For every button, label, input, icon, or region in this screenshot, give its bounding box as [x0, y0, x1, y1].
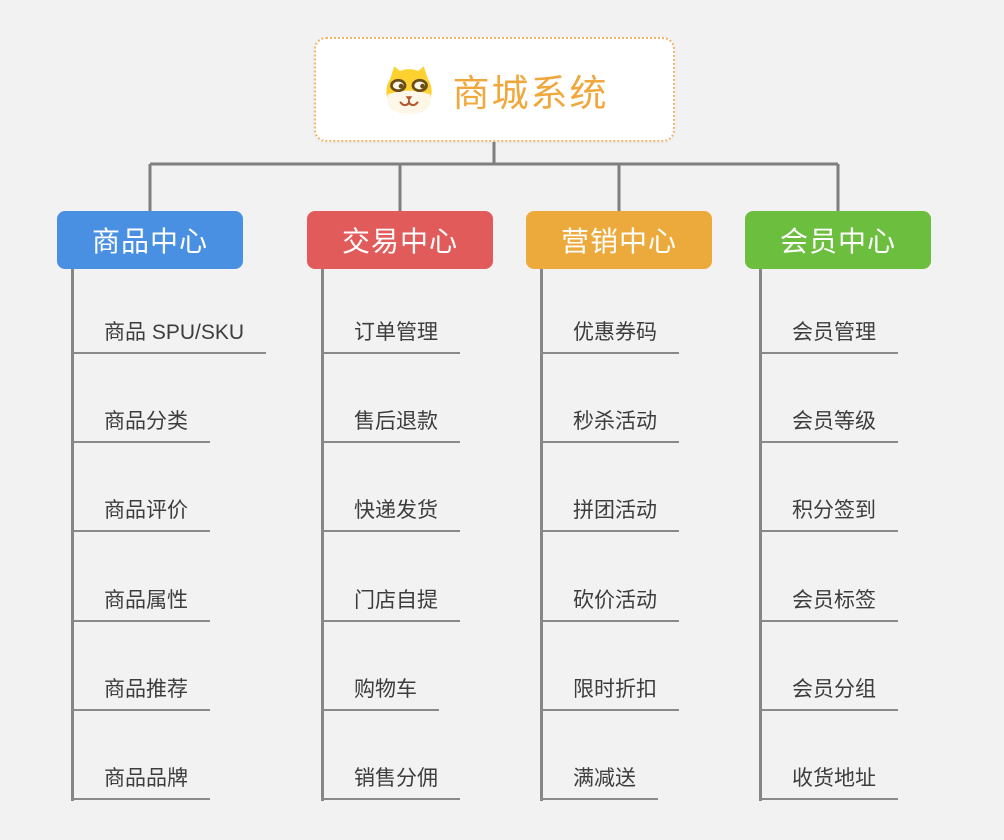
leaf-item[interactable]: 会员分组 [759, 673, 898, 711]
leaf-item[interactable]: 优惠券码 [540, 316, 679, 354]
branch-node-product-center[interactable]: 商品中心 [57, 211, 243, 269]
branch-node-trade-center[interactable]: 交易中心 [307, 211, 493, 269]
leaf-item[interactable]: 商品 SPU/SKU [71, 316, 267, 354]
branch-label: 交易中心 [341, 226, 458, 257]
root-node[interactable]: 商城系统 [314, 37, 675, 142]
branch-trunk-line [321, 269, 324, 801]
leaf-item[interactable]: 商品品牌 [71, 762, 210, 800]
leaf-item[interactable]: 销售分佣 [321, 762, 460, 800]
leaf-item[interactable]: 满减送 [540, 762, 658, 800]
leaf-item[interactable]: 购物车 [321, 673, 439, 711]
branch-trunk-line [759, 269, 762, 801]
root-title: 商城系统 [452, 72, 609, 114]
leaf-item[interactable]: 商品属性 [71, 584, 210, 622]
leaf-item[interactable]: 秒杀活动 [540, 405, 679, 443]
leaf-item[interactable]: 会员等级 [759, 405, 898, 443]
leaf-item[interactable]: 商品评价 [71, 494, 210, 532]
branch-trunk-line [540, 269, 543, 801]
leaf-item[interactable]: 会员标签 [759, 584, 898, 622]
leaf-item[interactable]: 售后退款 [321, 405, 460, 443]
branch-label: 会员中心 [779, 226, 896, 257]
leaf-item[interactable]: 砍价活动 [540, 584, 679, 622]
branch-node-marketing-center[interactable]: 营销中心 [526, 211, 712, 269]
leaf-item[interactable]: 商品推荐 [71, 673, 210, 711]
leaf-item[interactable]: 商品分类 [71, 405, 210, 443]
branch-label: 营销中心 [560, 226, 677, 257]
leaf-item[interactable]: 积分签到 [759, 494, 898, 532]
leaf-item[interactable]: 限时折扣 [540, 673, 679, 711]
leaf-item[interactable]: 拼团活动 [540, 494, 679, 532]
leaf-item[interactable]: 门店自提 [321, 584, 460, 622]
leaf-item[interactable]: 收货地址 [759, 762, 898, 800]
branch-node-member-center[interactable]: 会员中心 [745, 211, 931, 269]
leaf-item[interactable]: 快递发货 [321, 494, 460, 532]
leaf-item[interactable]: 会员管理 [759, 316, 898, 354]
leaf-item[interactable]: 订单管理 [321, 316, 460, 354]
shiba-dog-icon [381, 64, 437, 116]
branch-label: 商品中心 [91, 226, 208, 257]
branch-trunk-line [71, 269, 74, 801]
